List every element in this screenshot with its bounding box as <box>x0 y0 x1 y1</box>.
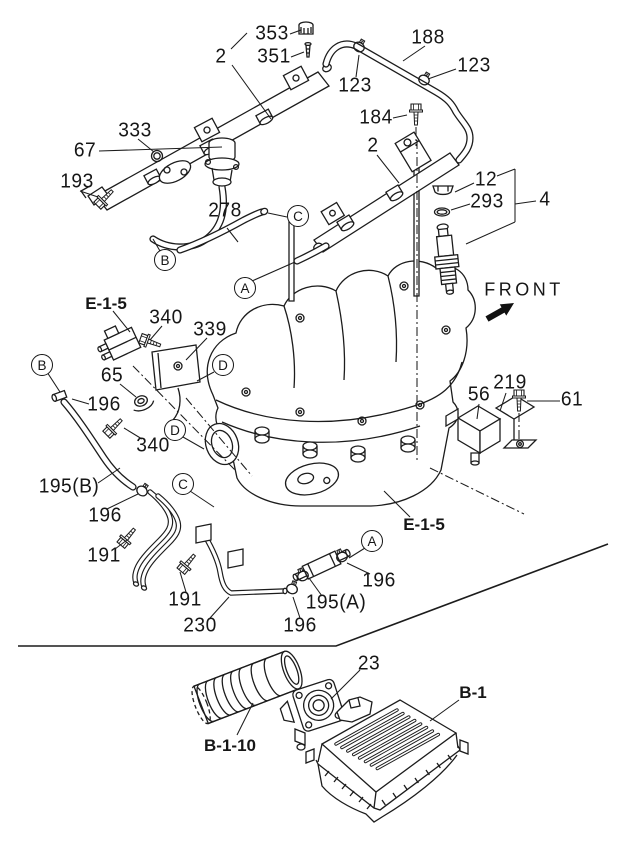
part-label-196: 196 <box>362 569 396 592</box>
bracket-339 <box>151 344 201 421</box>
part-label-e-1-5: E-1-5 <box>85 294 127 313</box>
part-label-4: 4 <box>539 188 551 211</box>
vacuum-pipe-group-230 <box>115 492 301 596</box>
retainer-clip-12 <box>432 185 454 196</box>
part-label-340: 340 <box>136 434 170 457</box>
bolt-191-right-icon <box>175 550 200 576</box>
fuel-hose-278 <box>180 207 269 250</box>
part-label-e-1-5: E-1-5 <box>403 515 445 534</box>
ref-circle-b: B <box>31 354 53 376</box>
injector-assembly <box>432 168 537 295</box>
part-label-23: 23 <box>357 652 381 675</box>
part-label-65: 65 <box>100 364 124 387</box>
part-label-12: 12 <box>474 168 498 191</box>
o-ring-293 <box>433 207 451 217</box>
fuel-rail-right <box>313 131 460 253</box>
part-label-front: FRONT <box>484 279 564 300</box>
part-label-b-1-10: B-1-10 <box>204 736 256 755</box>
bolt-340-upper-icon <box>137 331 163 353</box>
center-lines <box>132 140 525 515</box>
part-label-56: 56 <box>467 383 491 406</box>
ref-circle-b: B <box>154 249 176 271</box>
part-label-196: 196 <box>88 504 122 527</box>
part-label-351: 351 <box>257 45 291 68</box>
bracket-219 <box>494 395 538 449</box>
air-cleaner-clips <box>305 739 469 810</box>
throttle-body-23 <box>279 678 346 751</box>
ref-circle-d: D <box>164 419 186 441</box>
air-cleaner-b-1 <box>305 696 469 823</box>
solenoid-56-group <box>445 389 538 466</box>
hose-195a-group <box>292 546 351 584</box>
part-label-339: 339 <box>193 318 227 341</box>
fuel-injector-4 <box>434 223 460 295</box>
grommet-65 <box>133 395 155 412</box>
part-label-195-a-: 195(A) <box>305 591 367 614</box>
valve-core-351 <box>304 41 312 58</box>
leader-lines <box>46 29 560 736</box>
part-label-184: 184 <box>359 106 393 129</box>
part-label-67: 67 <box>73 139 97 162</box>
part-label-293: 293 <box>470 190 504 213</box>
ref-circle-d: D <box>212 354 234 376</box>
pressure-regulator-67 <box>153 137 240 247</box>
part-label-333: 333 <box>118 119 152 142</box>
part-label-2: 2 <box>215 45 227 68</box>
o-ring-333 <box>150 149 164 163</box>
part-label-b-1: B-1 <box>459 683 487 702</box>
part-label-196: 196 <box>87 393 121 416</box>
part-label-340: 340 <box>149 306 183 329</box>
part-label-61: 61 <box>560 388 584 411</box>
part-label-278: 278 <box>208 199 242 222</box>
part-label-193: 193 <box>60 170 94 193</box>
ref-circle-a: A <box>234 277 256 299</box>
part-label-353: 353 <box>255 22 289 45</box>
part-label-191: 191 <box>87 544 121 567</box>
ref-circle-c: C <box>287 205 309 227</box>
bolt-340-lower-icon <box>101 414 127 440</box>
ref-circle-c: C <box>172 473 194 495</box>
part-label-196: 196 <box>283 614 317 637</box>
part-label-2: 2 <box>367 134 379 157</box>
front-arrow <box>485 303 514 322</box>
section-separator-line <box>18 543 609 647</box>
part-label-123: 123 <box>338 74 372 97</box>
fuel-hose-a <box>297 246 326 261</box>
part-label-123: 123 <box>457 54 491 77</box>
air-cleaner-ribs <box>334 708 440 771</box>
part-label-195-b-: 195(B) <box>38 475 100 498</box>
part-label-219: 219 <box>493 371 527 394</box>
part-label-191: 191 <box>168 588 202 611</box>
bolt-184-icon <box>408 103 424 126</box>
vacuum-solenoid-group-e15 <box>97 325 201 440</box>
part-label-188: 188 <box>411 26 445 49</box>
hose-195b <box>51 389 152 499</box>
ref-circle-a: A <box>361 530 383 552</box>
service-valve-cap-353 <box>298 21 314 35</box>
part-label-230: 230 <box>183 614 217 637</box>
